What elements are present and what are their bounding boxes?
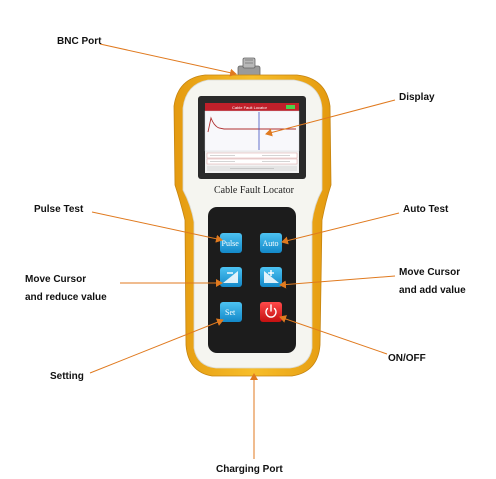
label-display: Display	[399, 92, 435, 103]
label-move-cursor-reduce: Move Cursor and reduce value	[25, 271, 107, 307]
auto-key-label: Auto	[263, 239, 279, 248]
info-row-2	[206, 158, 298, 165]
set-key[interactable]: Set	[220, 302, 242, 322]
arrow-display	[265, 99, 396, 137]
pulse-key[interactable]: Pulse	[220, 233, 242, 253]
label-auto-test: Auto Test	[403, 204, 449, 215]
label-charging-port: Charging Port	[216, 464, 283, 475]
label-move-cursor-reduce-line1: Move Cursor	[25, 274, 87, 285]
cursor-right-plus-key[interactable]	[260, 267, 282, 287]
label-on-off: ON/OFF	[388, 353, 426, 364]
callout-arrows	[89, 43, 400, 459]
label-move-cursor-reduce-line2: and reduce value	[25, 292, 107, 303]
auto-key[interactable]: Auto	[260, 233, 282, 253]
label-move-cursor-add-line1: Move Cursor	[399, 267, 461, 278]
label-pulse-test: Pulse Test	[34, 204, 84, 215]
waveform-panel	[204, 110, 300, 152]
arrow-pulse-test	[91, 211, 223, 243]
cursor-left-minus-key[interactable]	[220, 267, 242, 287]
arrow-auto-test	[281, 212, 400, 245]
set-key-label: Set	[225, 308, 236, 317]
battery-icon	[286, 105, 295, 109]
power-key[interactable]	[260, 302, 282, 322]
label-move-cursor-add: Move Cursor and add value	[399, 264, 466, 300]
power-icon	[265, 304, 277, 318]
arrow-right-plus-icon	[264, 270, 279, 283]
arrow-bnc-port	[99, 43, 237, 77]
info-row-1	[206, 152, 298, 159]
arrow-setting	[89, 318, 224, 374]
arrow-move-add	[279, 275, 396, 289]
screen-header-bar	[205, 103, 299, 111]
pulse-key-label: Pulse	[222, 239, 240, 248]
waveform-trace	[207, 116, 296, 133]
brand-label: Cable Fault Locator	[214, 185, 295, 196]
label-move-cursor-add-line2: and add value	[399, 285, 466, 296]
arrow-on-off	[279, 315, 388, 355]
arrow-left-minus-icon	[223, 271, 238, 283]
label-setting: Setting	[50, 371, 84, 382]
label-bnc-port: BNC Port	[57, 36, 102, 47]
lcd-display: Cable Fault Locator	[204, 103, 300, 173]
screen-title: Cable Fault Locator	[232, 105, 268, 110]
